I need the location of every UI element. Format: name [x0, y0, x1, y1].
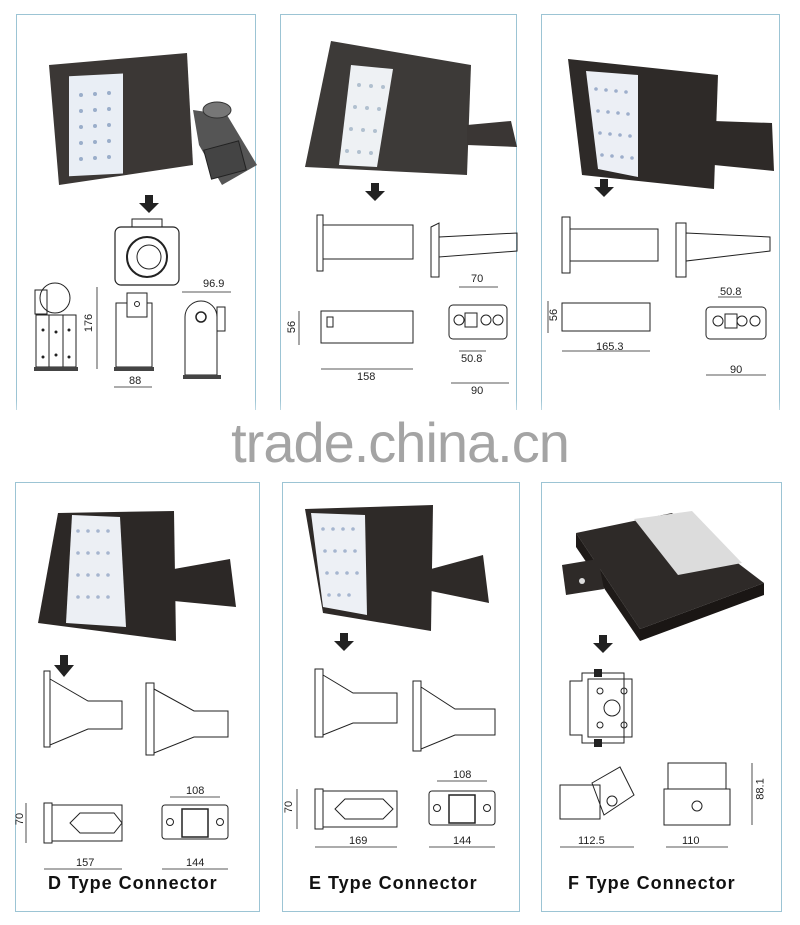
dim-height: 56 — [548, 308, 561, 322]
dim-width-right: 110 — [682, 835, 700, 847]
watermark: trade.china.cn — [231, 411, 570, 474]
dim-height: 88.1 — [754, 778, 767, 800]
panel-e: 70 169 108 144 E Type Connector — [282, 482, 520, 912]
connector-title-f: F Type Connector — [568, 873, 736, 893]
fixture-drawing-c — [547, 59, 774, 376]
dim-width-top: 96.9 — [203, 278, 225, 290]
dim-plate-width: 90 — [730, 364, 743, 376]
dim-length: 165.3 — [596, 341, 624, 353]
dim-hole-span: 108 — [186, 785, 205, 797]
panel-d: 70 157 108 144 D Type Connector — [14, 482, 260, 912]
fixture-drawing-e — [296, 505, 496, 848]
fixture-drawing-a — [34, 53, 257, 388]
dim-height: 56 — [286, 320, 299, 334]
dim-length: 169 — [349, 835, 368, 847]
dim-plate-width: 144 — [186, 857, 205, 869]
dim-plate-width: 144 — [453, 835, 472, 847]
dim-hole-span: 70 — [471, 273, 484, 285]
fixture-drawing-f — [559, 511, 764, 848]
panel-c: 56 165.3 50.8 90 — [540, 14, 781, 440]
dim-height: 70 — [283, 800, 296, 814]
panel-b: 56 158 70 50.8 90 — [279, 14, 518, 440]
dim-height: 176 — [83, 313, 96, 333]
dim-length: 157 — [76, 857, 95, 869]
dim-inner-span: 50.8 — [461, 353, 483, 365]
panel-f: 88.1 112.5 110 F Type Connector — [541, 482, 782, 912]
connector-title-d: D Type Connector — [48, 873, 218, 893]
connector-title-e: E Type Connector — [309, 873, 478, 893]
dim-inner-span: 50.8 — [720, 286, 742, 298]
dim-hole-span: 108 — [453, 769, 472, 781]
dim-base: 88 — [129, 375, 142, 387]
dim-height: 70 — [14, 812, 27, 826]
dim-plate-width: 90 — [471, 385, 484, 397]
dim-width-left: 112.5 — [578, 835, 605, 847]
dim-length: 158 — [357, 371, 376, 383]
fixture-drawing-b — [298, 41, 518, 384]
panel-a: 96.9 176 88 — [15, 14, 257, 440]
fixture-drawing-d — [25, 511, 236, 870]
